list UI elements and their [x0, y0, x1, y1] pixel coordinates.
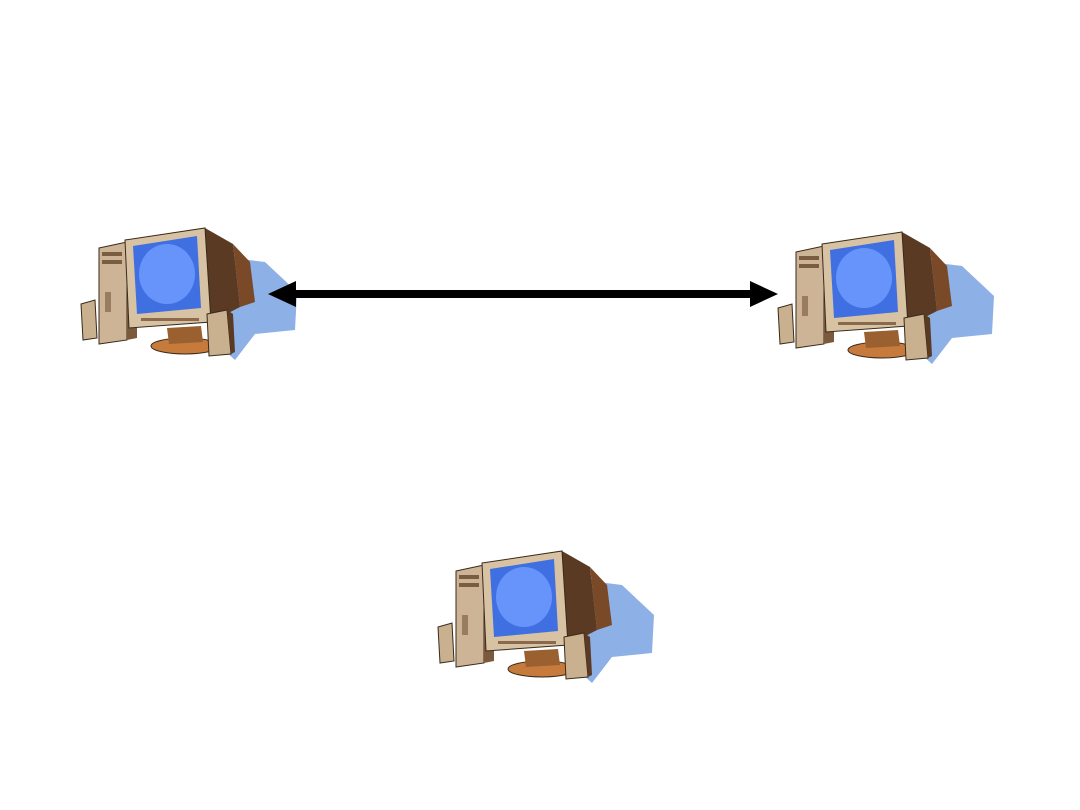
- desktop-computer-icon: [75, 222, 305, 372]
- computer-graphic: [80, 227, 297, 360]
- bidirectional-arrow: [268, 281, 778, 307]
- desktop-computer-icon: [432, 545, 662, 695]
- computer-graphic: [777, 231, 994, 364]
- computer-graphic: [437, 550, 654, 683]
- desktop-computer-icon: [772, 226, 1002, 376]
